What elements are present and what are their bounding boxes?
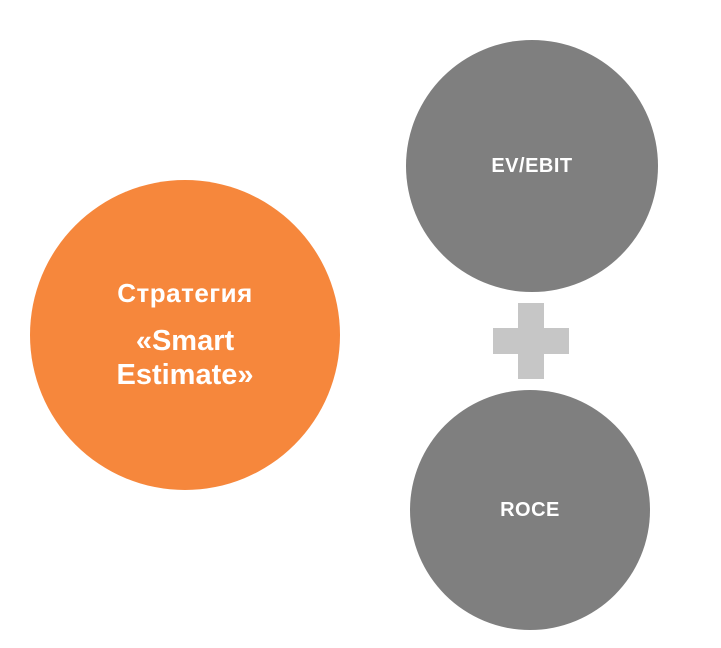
plus-icon-vertical-bar bbox=[518, 303, 544, 379]
plus-icon bbox=[493, 303, 569, 379]
strategy-title: Стратегия bbox=[117, 278, 253, 309]
strategy-subtitle: «Smart Estimate» bbox=[116, 325, 254, 391]
metric-circle-roce: ROCE bbox=[410, 390, 650, 630]
metric-circle-ev-ebit: EV/EBIT bbox=[406, 40, 658, 292]
strategy-circle: Стратегия «Smart Estimate» bbox=[30, 180, 340, 490]
metric-label-roce: ROCE bbox=[500, 498, 560, 521]
metric-label-ev-ebit: EV/EBIT bbox=[491, 154, 573, 177]
